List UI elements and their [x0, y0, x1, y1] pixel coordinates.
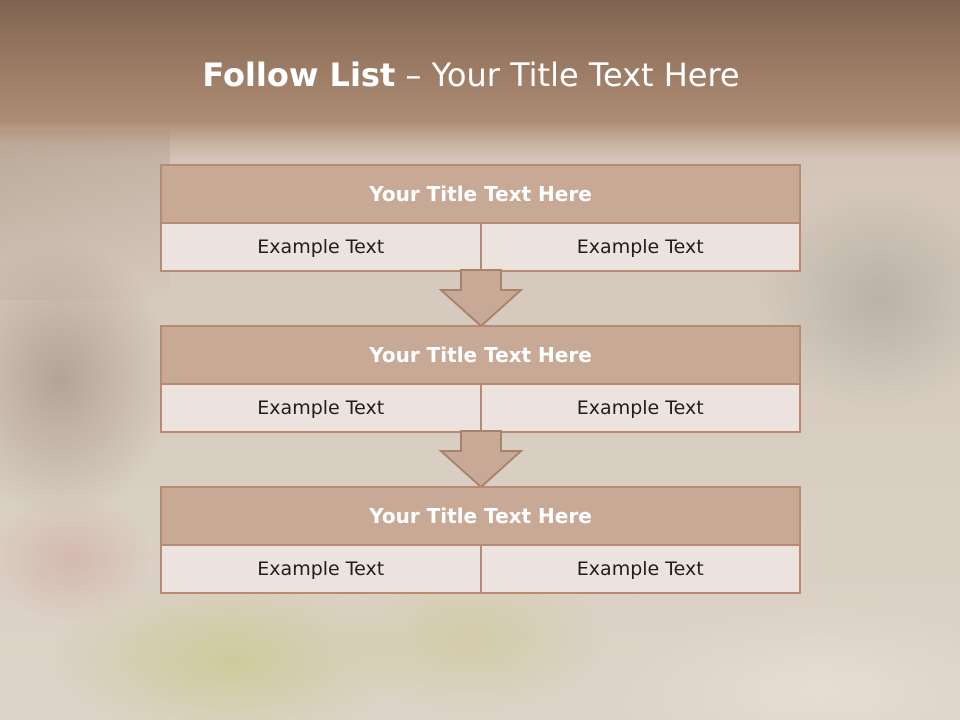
list-block-3: Your Title Text Here Example Text Exampl… [160, 486, 801, 594]
list-block-title: Your Title Text Here [162, 488, 799, 546]
list-block-cell-right: Example Text [479, 224, 799, 270]
list-block-cell-right: Example Text [479, 385, 799, 431]
title-bar: Follow List – Your Title Text Here [0, 0, 960, 160]
list-block-title: Your Title Text Here [162, 327, 799, 385]
list-block-cell-left: Example Text [162, 224, 480, 270]
slide-title: Follow List – Your Title Text Here [0, 55, 942, 95]
down-arrow-icon [438, 269, 524, 328]
list-block-row: Example Text Example Text [162, 224, 799, 270]
list-block-row: Example Text Example Text [162, 385, 799, 431]
title-dash: – [405, 56, 422, 94]
list-block-row: Example Text Example Text [162, 546, 799, 592]
list-block-cell-right: Example Text [479, 546, 799, 592]
list-block-title: Your Title Text Here [162, 166, 799, 224]
down-arrow-icon [438, 430, 524, 489]
slide-title-rest: Your Title Text Here [431, 56, 740, 94]
slide-title-strong: Follow List [202, 56, 396, 94]
list-block-cell-left: Example Text [162, 546, 480, 592]
list-block-2: Your Title Text Here Example Text Exampl… [160, 325, 801, 433]
list-block-1: Your Title Text Here Example Text Exampl… [160, 164, 801, 272]
list-block-cell-left: Example Text [162, 385, 480, 431]
